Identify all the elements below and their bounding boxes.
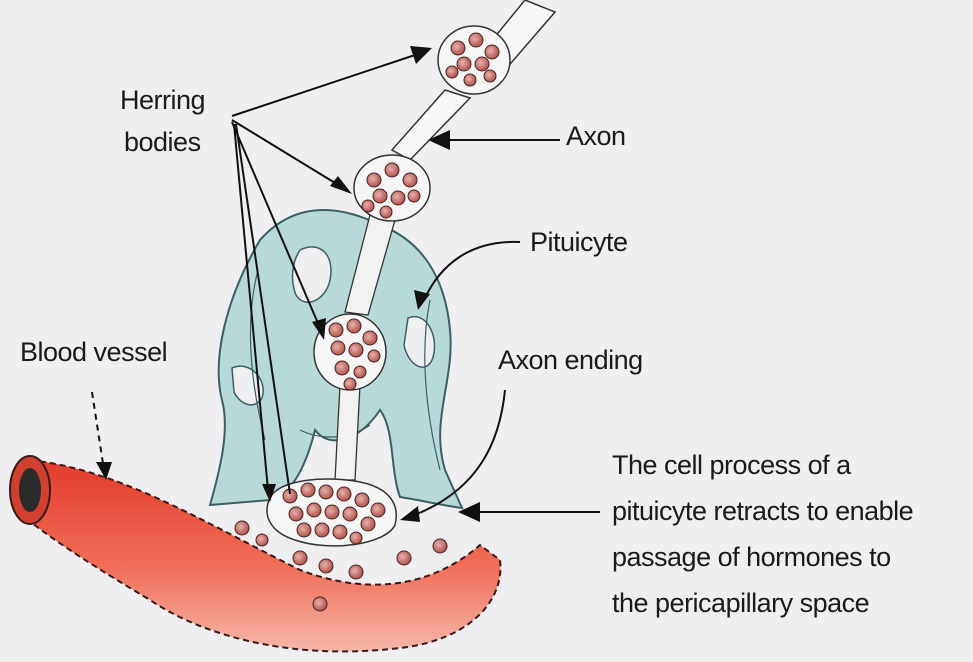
herring-arrow-2 <box>232 120 340 186</box>
label-herring-line1: Herring <box>120 84 205 116</box>
axon-ending-bulb <box>267 479 396 546</box>
label-herring-line2: bodies <box>124 126 201 158</box>
blood-vessel-arrow <box>92 392 104 470</box>
herring-body-1 <box>438 26 510 94</box>
note-line-3: passage of hormones to <box>612 534 891 580</box>
note-line-2: pituicyte retracts to enable <box>612 488 913 534</box>
blood-vessel-lumen <box>19 468 41 512</box>
herring-body-2 <box>354 155 430 221</box>
axon-tube-mid <box>392 90 470 160</box>
label-axon: Axon <box>566 120 626 152</box>
label-axon-ending: Axon ending <box>498 344 643 376</box>
herring-arrow-1 <box>232 54 418 116</box>
axon-tube-bottom <box>335 385 360 480</box>
label-pituicyte: Pituicyte <box>530 226 628 258</box>
note-line-1: The cell process of a <box>612 442 851 488</box>
label-blood-vessel: Blood vessel <box>20 336 167 368</box>
note-line-4: the pericapillary space <box>612 580 869 626</box>
